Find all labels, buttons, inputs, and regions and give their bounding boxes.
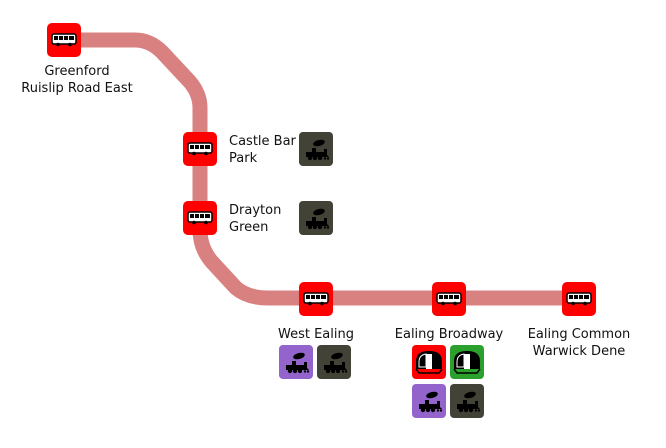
interchange-castle-bar-park-national-rail[interactable] xyxy=(299,132,333,166)
train-icon xyxy=(306,208,330,230)
stop-label-castle-bar-park: Castle Bar Park xyxy=(229,134,296,166)
underground-icon xyxy=(415,351,443,374)
train-icon xyxy=(286,352,310,374)
train-icon xyxy=(306,139,330,161)
stop-label-west-ealing: West Ealing xyxy=(278,327,354,342)
interchange-west-ealing-national-rail[interactable] xyxy=(317,345,351,379)
stop-label-ealing-common: Ealing Common Warwick Dene xyxy=(527,327,631,359)
bus-icon xyxy=(187,211,213,225)
stop-ealing-common[interactable] xyxy=(562,282,596,316)
stop-west-ealing[interactable] xyxy=(299,282,333,316)
interchange-ealing-broadway-district-line[interactable] xyxy=(450,345,484,379)
underground-icon xyxy=(453,351,481,374)
interchange-ealing-broadway-central-line[interactable] xyxy=(412,345,446,379)
stop-ealing-broadway[interactable] xyxy=(432,282,466,316)
stop-label-greenford: Greenford Ruislip Road East xyxy=(21,64,133,96)
bus-icon xyxy=(187,142,213,156)
bus-icon xyxy=(303,292,329,306)
bus-icon xyxy=(566,292,592,306)
bus-route-line xyxy=(56,32,588,306)
bus-icon xyxy=(436,292,462,306)
stop-label-drayton-green: Drayton Green xyxy=(229,203,282,235)
stop-castle-bar-park[interactable] xyxy=(183,132,217,166)
interchange-ealing-broadway-national-rail[interactable] xyxy=(450,384,484,418)
interchange-west-ealing-elizabeth-line[interactable] xyxy=(279,345,313,379)
interchange-drayton-green-national-rail[interactable] xyxy=(299,201,333,235)
train-icon xyxy=(457,391,481,413)
bus-icon xyxy=(51,33,77,47)
stop-drayton-green[interactable] xyxy=(183,201,217,235)
stop-label-ealing-broadway: Ealing Broadway xyxy=(394,327,504,342)
stop-greenford[interactable] xyxy=(47,23,81,57)
interchange-ealing-broadway-elizabeth-line[interactable] xyxy=(412,384,446,418)
train-icon xyxy=(419,391,443,413)
train-icon xyxy=(324,352,348,374)
